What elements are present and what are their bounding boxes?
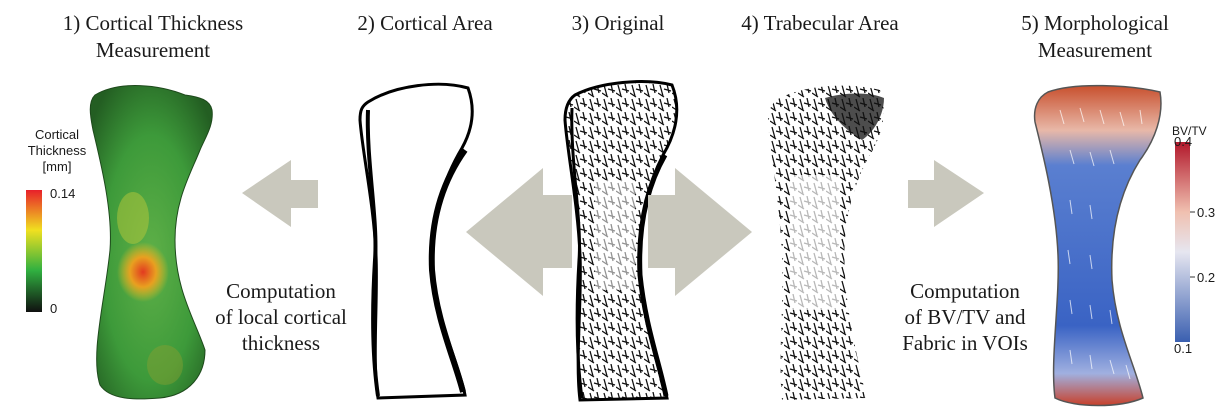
arrow-right-big xyxy=(648,168,752,296)
caption-cortical-thickness: Computation of local cortical thickness xyxy=(196,278,366,356)
thickness-colorbar-title-line-2: Thickness xyxy=(18,143,96,159)
bvtv-tick-label-03: 0.3 xyxy=(1197,205,1215,220)
morphological-bone xyxy=(1035,86,1161,406)
cortical-thickness-colorbar xyxy=(26,190,42,312)
caption-left-line-2: of local cortical xyxy=(196,304,366,330)
caption-bvtv-fabric: Computation of BV/TV and Fabric in VOIs xyxy=(880,278,1050,356)
thickness-colorbar-title: Cortical Thickness [mm] xyxy=(18,127,96,175)
thickness-colorbar-title-line-1: Cortical xyxy=(18,127,96,143)
arrow-right-small xyxy=(908,160,984,227)
thickness-colorbar-min-label: 0 xyxy=(50,301,57,316)
caption-right-line-3: Fabric in VOIs xyxy=(880,330,1050,356)
caption-left-line-3: thickness xyxy=(196,330,366,356)
caption-right-line-1: Computation xyxy=(880,278,1050,304)
thickness-colorbar-max-label: 0.14 xyxy=(50,186,75,201)
caption-right-line-2: of BV/TV and xyxy=(880,304,1050,330)
trabecular-bone xyxy=(768,86,884,400)
bvtv-colorbar xyxy=(1175,142,1190,342)
bvtv-tick-label-02: 0.2 xyxy=(1197,270,1215,285)
thickness-colorbar-title-line-3: [mm] xyxy=(18,159,96,175)
cortical-thickness-bone xyxy=(90,86,212,399)
caption-left-line-1: Computation xyxy=(196,278,366,304)
bvtv-tick-label-04: 0.4 xyxy=(1174,134,1192,149)
cortical-area-bone xyxy=(360,84,472,398)
arrow-left-small xyxy=(242,160,318,227)
bvtv-tick-label-01: 0.1 xyxy=(1174,341,1192,356)
arrow-left-big xyxy=(466,168,572,296)
